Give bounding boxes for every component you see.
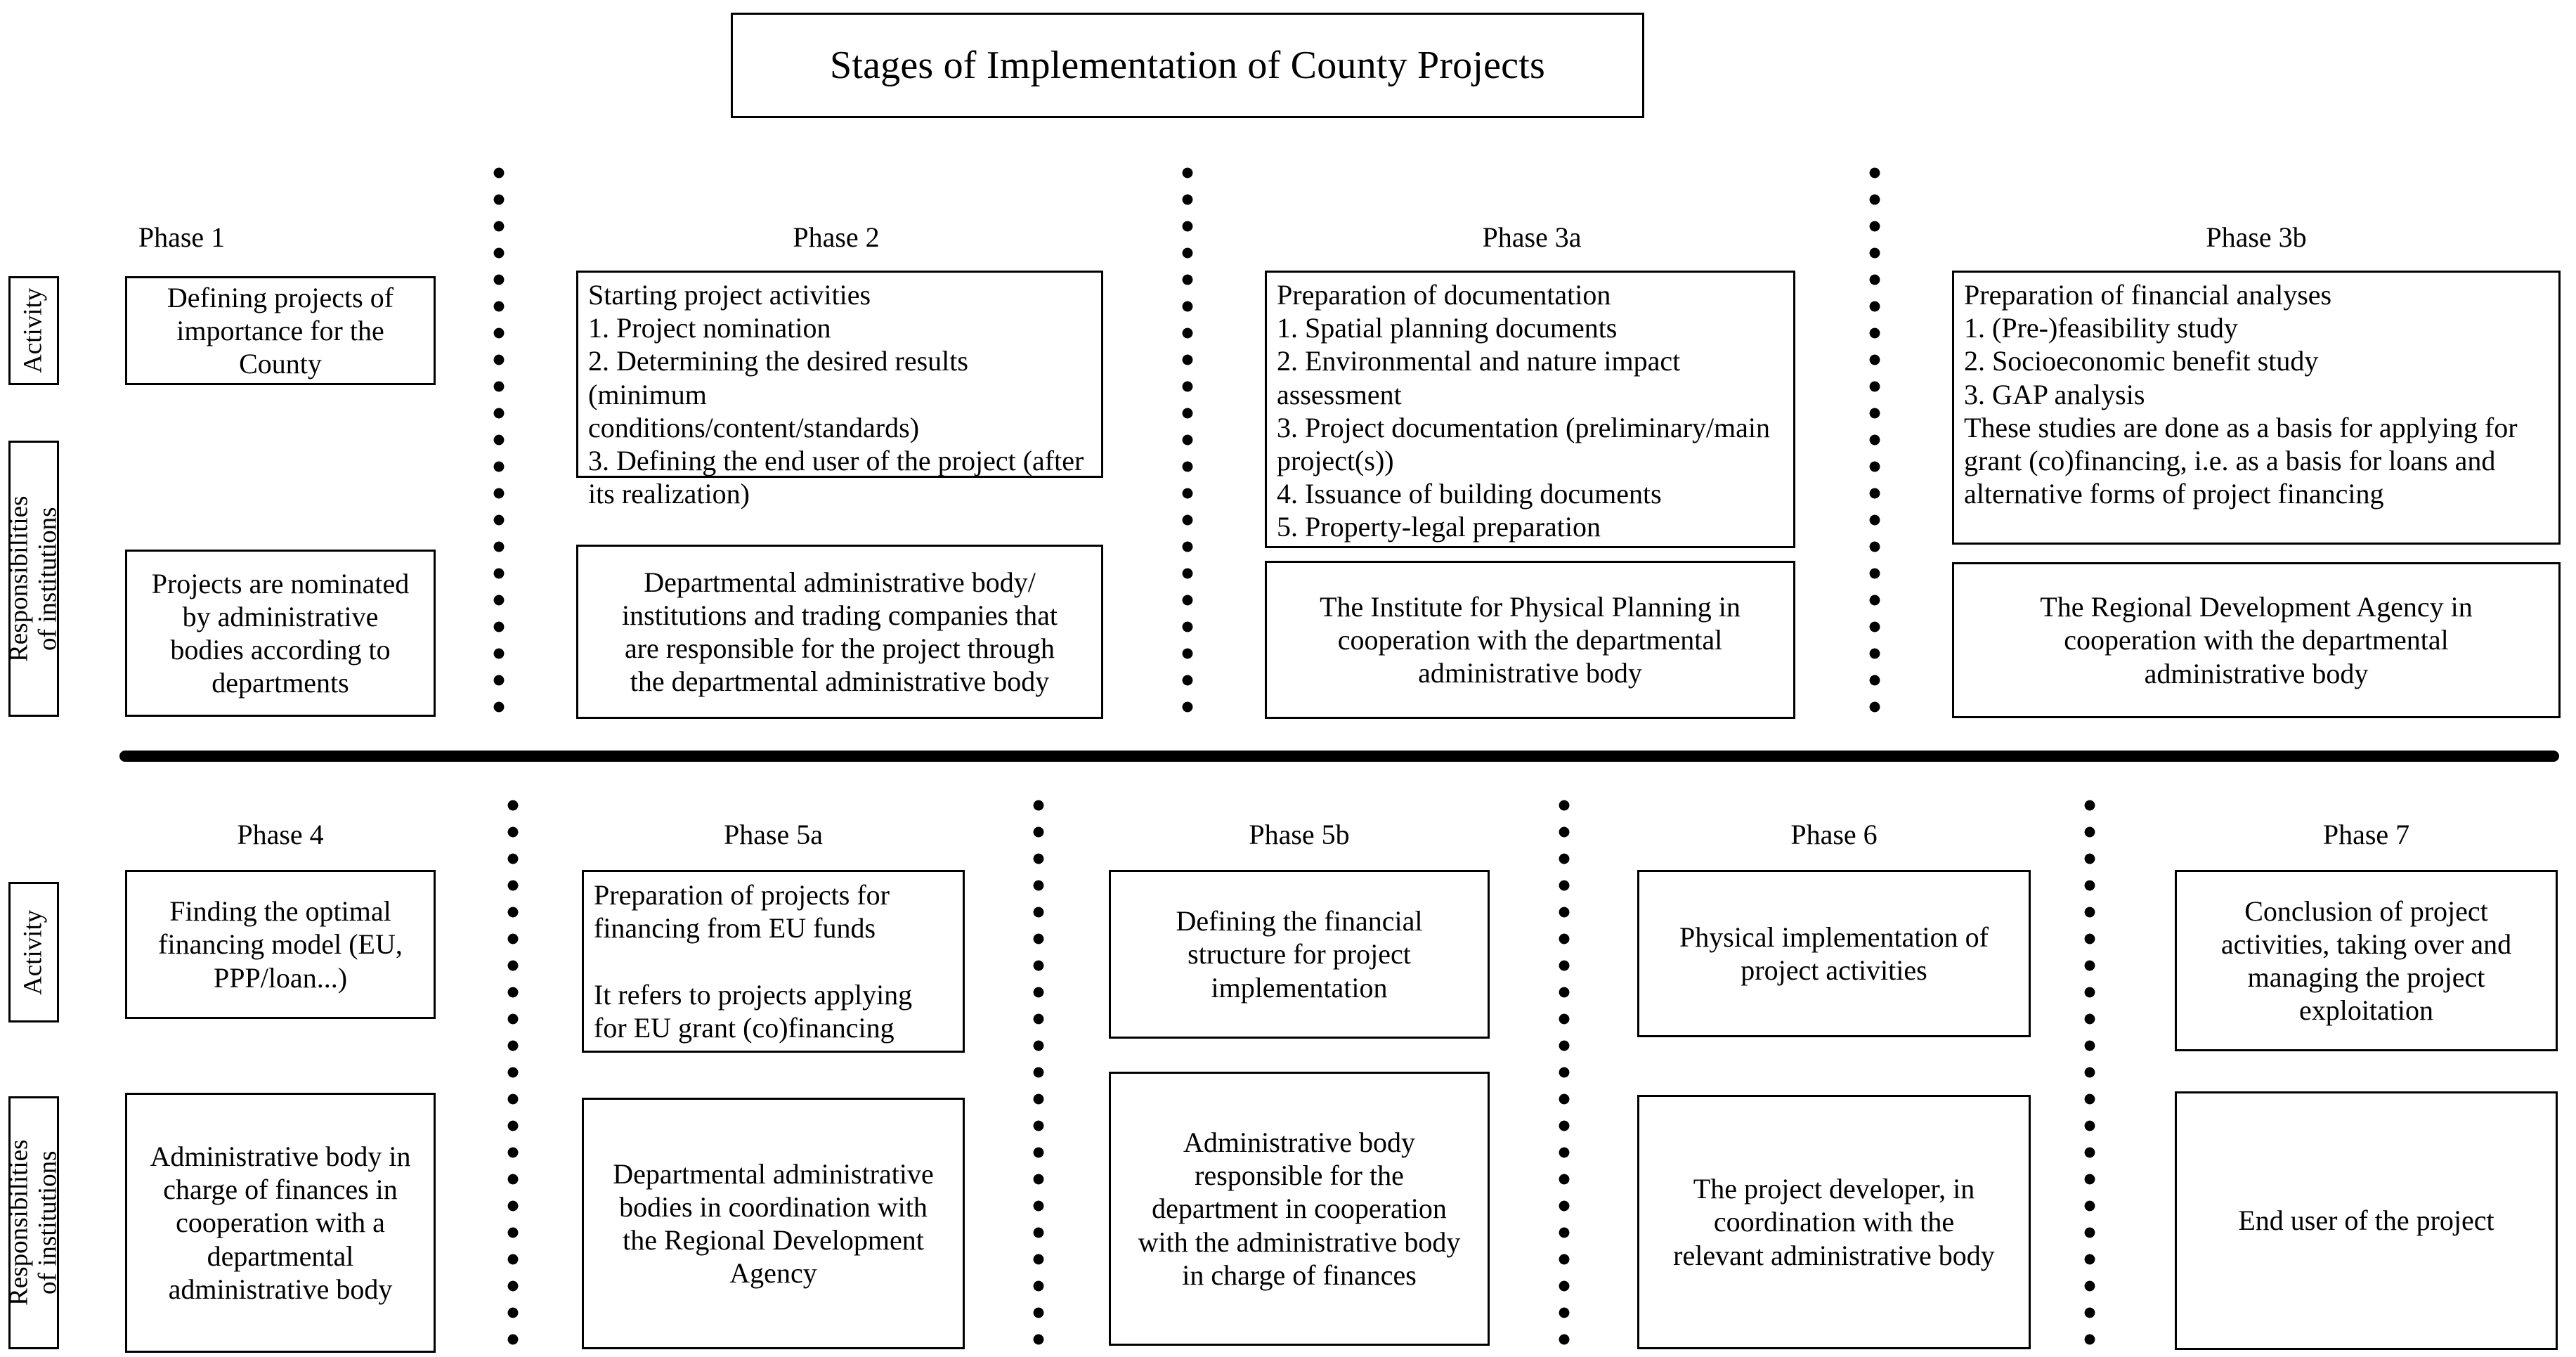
- phase-label-4: Phase 4: [237, 819, 324, 850]
- activity-box-phase-3a: Preparation of documentation 1. Spatial …: [1265, 271, 1795, 548]
- row-label-activity-top: Activity: [8, 276, 59, 385]
- responsibility-text-phase-4: Administrative body in charge of finance…: [150, 1141, 411, 1305]
- row-label-activity-bottom: Activity: [8, 882, 59, 1022]
- responsibility-text-phase-5a: Departmental administrative bodies in co…: [613, 1157, 934, 1290]
- column-separator-4: [507, 800, 519, 1355]
- activity-text-phase-3b: Preparation of financial analyses 1. (Pr…: [1964, 279, 2518, 510]
- activity-box-phase-2: Starting project activities 1. Project n…: [576, 271, 1103, 509]
- activity-box-phase-1: Defining projects of importance for the …: [125, 276, 436, 385]
- section-divider: [119, 751, 2559, 762]
- responsibility-box-phase-7: End user of the project: [2175, 1091, 2558, 1350]
- column-separator-3: [1869, 167, 1880, 722]
- activity-box-phase-6: Physical implementation of project activ…: [1637, 870, 2031, 1037]
- activity-text-phase-6: Physical implementation of project activ…: [1679, 921, 1989, 986]
- responsibility-text-phase-7: End user of the project: [2238, 1205, 2494, 1237]
- responsibility-box-phase-5b: Administrative body responsible for the …: [1109, 1072, 1490, 1346]
- responsibility-text-phase-6: The project developer, in coordination w…: [1673, 1173, 1995, 1271]
- responsibility-text-phase-2: Departmental administrative body/ instit…: [622, 566, 1058, 698]
- responsibility-box-phase-3a: The Institute for Physical Planning in c…: [1265, 561, 1795, 719]
- activity-text-phase-2: Starting project activities 1. Project n…: [588, 279, 1084, 510]
- column-separator-7: [2084, 800, 2095, 1355]
- row-label-responsibilities-top: Responsibilities of institutions: [4, 441, 62, 717]
- responsibility-text-phase-5b: Administrative body responsible for the …: [1138, 1126, 1461, 1291]
- phase-label-2: Phase 2: [793, 221, 880, 253]
- responsibility-box-phase-4: Administrative body in charge of finance…: [125, 1093, 436, 1353]
- activity-box-phase-5a: Preparation of projects for financing fr…: [582, 870, 965, 1053]
- row-label-responsibilities-bottom: Responsibilities of institutions: [4, 1096, 62, 1349]
- activity-text-phase-1: Defining projects of importance for the …: [167, 281, 394, 380]
- activity-box-phase-3b: Preparation of financial analyses 1. (Pr…: [1952, 271, 2561, 545]
- phase-label-1: Phase 1: [138, 221, 226, 253]
- column-separator-5: [1033, 800, 1044, 1355]
- column-separator-6: [1559, 800, 1570, 1355]
- phase-label-5a: Phase 5a: [723, 819, 824, 850]
- responsibility-box-phase-6: The project developer, in coordination w…: [1637, 1095, 2031, 1349]
- row-label-responsibilities-bottom-text: Responsibilities of institutions: [4, 1139, 62, 1306]
- page-title: Stages of Implementation of County Proje…: [830, 44, 1545, 87]
- activity-text-phase-4: Finding the optimal financing model (EU,…: [158, 895, 403, 994]
- activity-text-phase-5a: Preparation of projects for financing fr…: [594, 879, 913, 1044]
- activity-text-phase-5b: Defining the financial structure for pro…: [1176, 905, 1423, 1004]
- responsibility-box-phase-5a: Departmental administrative bodies in co…: [582, 1098, 965, 1349]
- responsibility-text-phase-3a: The Institute for Physical Planning in c…: [1320, 590, 1741, 689]
- responsibility-text-phase-3b: The Regional Development Agency in coope…: [2040, 591, 2473, 689]
- responsibility-box-phase-3b: The Regional Development Agency in coope…: [1952, 562, 2561, 718]
- responsibility-box-phase-1: Projects are nominated by administrative…: [125, 550, 436, 717]
- row-label-responsibilities-top-text: Responsibilities of institutions: [4, 495, 62, 662]
- activity-text-phase-7: Conclusion of project activities, taking…: [2220, 895, 2512, 1027]
- phase-label-3b: Phase 3b: [2206, 221, 2307, 253]
- activity-text-phase-3a: Preparation of documentation 1. Spatial …: [1277, 279, 1771, 543]
- phase-label-7: Phase 7: [2322, 819, 2410, 850]
- row-label-activity-top-text: Activity: [18, 287, 48, 374]
- column-separator-2: [1182, 167, 1193, 722]
- column-separator-1: [493, 167, 505, 722]
- activity-box-phase-4: Finding the optimal financing model (EU,…: [125, 870, 436, 1019]
- activity-box-phase-5b: Defining the financial structure for pro…: [1109, 870, 1490, 1039]
- row-label-activity-bottom-text: Activity: [18, 909, 48, 995]
- diagram-title-box: Stages of Implementation of County Proje…: [731, 13, 1644, 118]
- responsibility-text-phase-1: Projects are nominated by administrative…: [151, 567, 410, 699]
- phase-label-6: Phase 6: [1790, 819, 1878, 850]
- phase-label-3a: Phase 3a: [1482, 221, 1582, 253]
- phase-label-5b: Phase 5b: [1249, 819, 1350, 850]
- activity-box-phase-7: Conclusion of project activities, taking…: [2175, 870, 2558, 1051]
- responsibility-box-phase-2: Departmental administrative body/ instit…: [576, 545, 1103, 719]
